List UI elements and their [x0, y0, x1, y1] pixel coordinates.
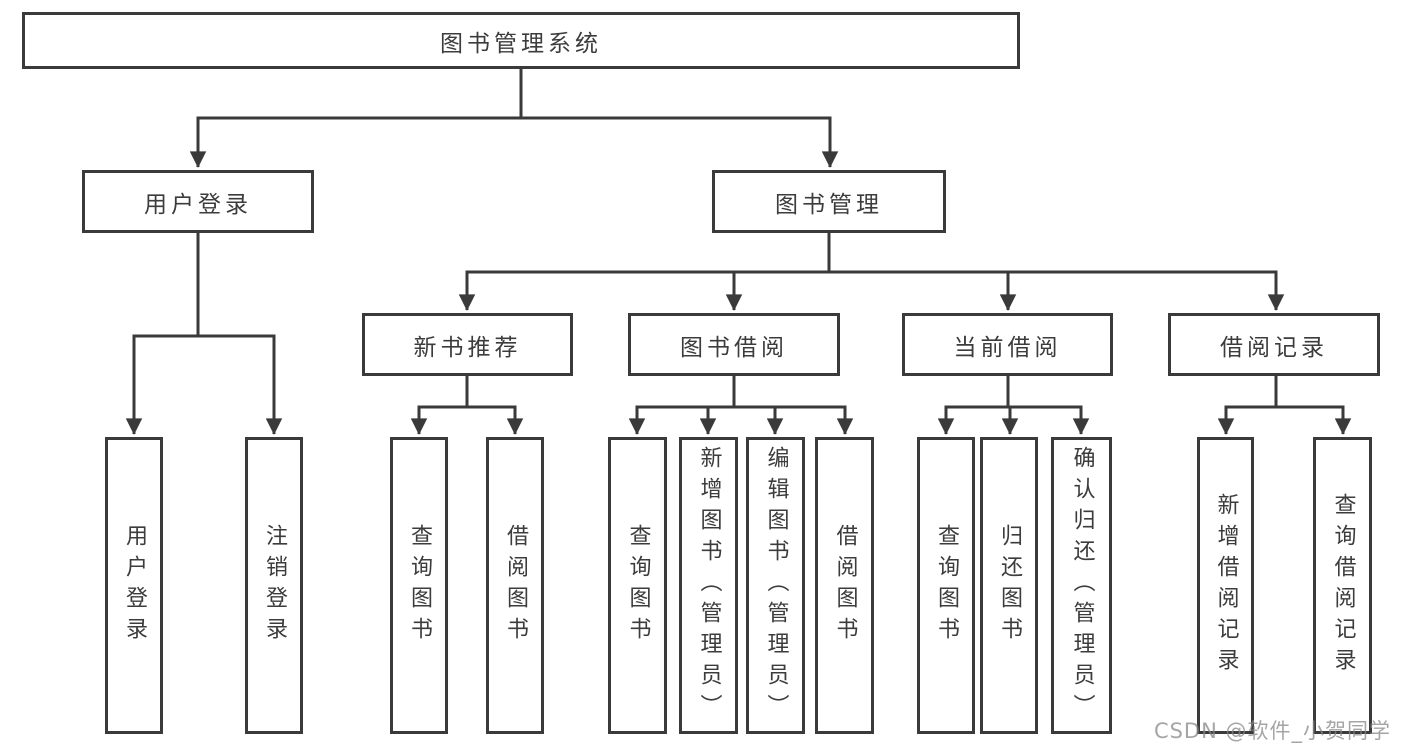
- node-library-system-label: 图书管理系统: [440, 30, 602, 57]
- leaf-borrow-books-recommend-label: 借阅图书: [503, 523, 528, 648]
- leaf-query-borrow-record-label: 查询借阅记录: [1330, 492, 1356, 679]
- node-new-book-recommend-label: 新书推荐: [413, 334, 522, 361]
- node-library-system: 图书管理系统: [22, 12, 1020, 69]
- node-user-login-label: 用户登录: [144, 191, 252, 218]
- node-book-borrowing-label: 图书借阅: [680, 334, 788, 361]
- csdn-watermark: CSDN @软件_小贺同学: [1153, 719, 1391, 743]
- leaf-query-books-recommend-label: 查询图书: [407, 523, 432, 648]
- node-borrowing-records-label: 借阅记录: [1220, 334, 1328, 361]
- node-book-borrowing: 图书借阅: [628, 313, 840, 376]
- leaf-add-books-admin-label: 新增图书（管理员）: [696, 446, 722, 725]
- node-current-borrowing: 当前借阅: [902, 313, 1113, 376]
- node-book-management: 图书管理: [712, 170, 946, 233]
- leaf-add-borrow-record-label: 新增借阅记录: [1213, 492, 1239, 679]
- leaf-borrow-books-borrowing: 借阅图书: [815, 437, 874, 734]
- node-user-login: 用户登录: [82, 170, 314, 233]
- leaf-borrow-books-borrowing-label: 借阅图书: [832, 523, 858, 648]
- leaf-query-books-borrowing: 查询图书: [608, 437, 667, 734]
- node-new-book-recommend: 新书推荐: [362, 313, 573, 376]
- node-current-borrowing-label: 当前借阅: [953, 334, 1062, 361]
- leaf-add-borrow-record: 新增借阅记录: [1197, 437, 1254, 734]
- leaf-edit-books-admin: 编辑图书（管理员）: [746, 437, 805, 734]
- node-book-management-label: 图书管理: [775, 191, 883, 218]
- leaf-user-login: 用户登录: [105, 437, 163, 734]
- leaf-edit-books-admin-label: 编辑图书（管理员）: [763, 446, 789, 725]
- leaf-return-books-label: 归还图书: [997, 523, 1022, 648]
- leaf-logout: 注销登录: [245, 437, 303, 734]
- leaf-borrow-books-recommend: 借阅图书: [486, 437, 544, 734]
- leaf-query-books-current-label: 查询图书: [934, 523, 959, 648]
- leaf-query-books-current: 查询图书: [917, 437, 975, 734]
- leaf-logout-label: 注销登录: [262, 523, 287, 648]
- leaf-query-books-recommend: 查询图书: [390, 437, 448, 734]
- leaf-user-login-label: 用户登录: [122, 523, 147, 648]
- leaf-query-borrow-record: 查询借阅记录: [1313, 437, 1372, 734]
- leaf-add-books-admin: 新增图书（管理员）: [679, 437, 738, 734]
- leaf-confirm-return-admin-label: 确认归还（管理员）: [1069, 446, 1095, 725]
- leaf-confirm-return-admin: 确认归还（管理员）: [1051, 437, 1112, 734]
- node-borrowing-records: 借阅记录: [1168, 313, 1380, 376]
- leaf-query-books-borrowing-label: 查询图书: [625, 523, 651, 648]
- leaf-return-books: 归还图书: [980, 437, 1038, 734]
